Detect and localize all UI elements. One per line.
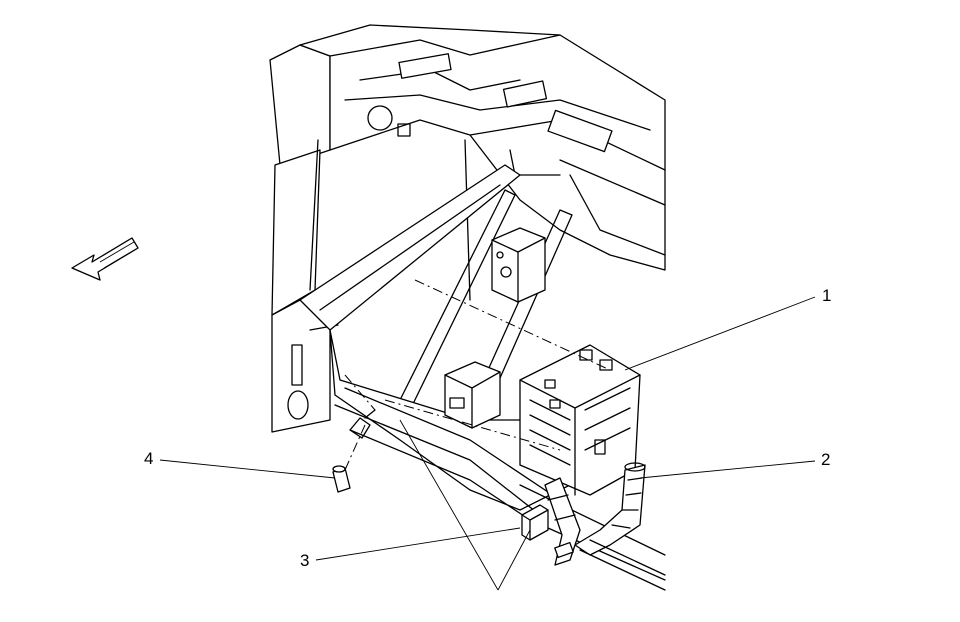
callout-1: 1 [822,286,832,305]
cross-car-beam [299,24,666,301]
junction-block [519,344,641,496]
callout-2: 2 [821,450,831,469]
alignment-lines [344,279,611,471]
module-upper [491,227,546,303]
leader-lines [159,296,816,591]
wiring-harness [544,462,666,591]
retainer-clip [521,504,549,541]
callout-3: 3 [300,551,310,570]
panel-left-end-plate [269,44,339,433]
callout-4: 4 [144,449,154,468]
bulb-socket [332,409,376,493]
module-lower [444,361,501,429]
front-direction-arrow-icon [71,237,139,281]
